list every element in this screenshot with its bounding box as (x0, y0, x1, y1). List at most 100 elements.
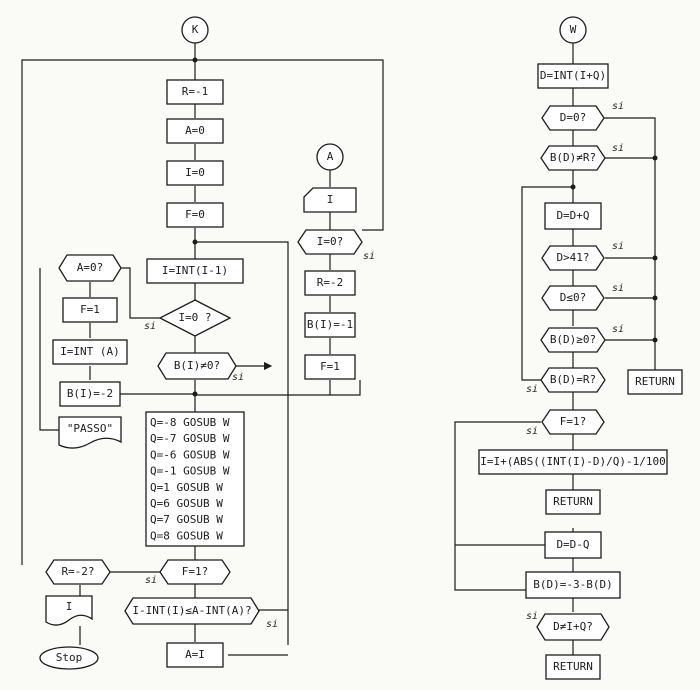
si-r3: si (612, 241, 624, 252)
test-bd-ne-r-decision (540, 145, 606, 171)
passo-label: "PASSO" (67, 422, 113, 435)
i-update-box (478, 449, 668, 475)
bi-set-mid-box (304, 312, 356, 338)
si-r1: si (612, 101, 624, 112)
si-r7: si (526, 426, 538, 437)
return1-label: RETURN (635, 375, 675, 388)
test-dle0-decision (541, 285, 605, 311)
connector-k-label: K (192, 23, 199, 36)
test-r-label: R=-2? (61, 565, 94, 578)
si-r4: si (612, 283, 624, 294)
i-dec-label: I=INT(I-1) (162, 264, 228, 277)
test-d41-decision (541, 245, 605, 271)
gosub-line: Q=6 GOSUB W (150, 497, 223, 510)
flow-d-loop (521, 186, 573, 381)
si-r2: si (612, 143, 624, 154)
test-int-decision (124, 597, 260, 625)
test-i0-mid-label: I=0? (317, 235, 344, 248)
i-init-box (166, 160, 224, 186)
return3-box (545, 654, 601, 680)
connector-a-connector (316, 143, 344, 171)
test-r-decision (45, 559, 111, 585)
d-add-label: D=D+Q (556, 209, 589, 222)
si-bi: si (232, 372, 244, 383)
return2-box (545, 489, 601, 515)
flow-i0-yes-loop (120, 267, 160, 319)
test-bi-decision (157, 352, 237, 380)
test-f1-right-decision (541, 409, 605, 435)
test-bd-eq-r-label: B(D)=R? (550, 373, 596, 386)
flow-yes-bus (600, 117, 656, 370)
bi-set-mid-label: B(I)=-1 (307, 318, 353, 331)
print-i-document (45, 595, 93, 626)
test-d41-label: D>41? (556, 251, 589, 264)
test-i0-label: I=0 ? (178, 311, 211, 324)
r-set-mid-label: R=-2 (317, 276, 344, 289)
test-dle0-label: D≤0? (560, 291, 587, 304)
r-set-mid-box (304, 270, 356, 296)
a-init-label: A=0 (185, 124, 205, 137)
si-int: si (266, 619, 278, 630)
d-calc-box (537, 63, 609, 89)
input-i-label: I (327, 193, 334, 206)
i-int-a-label: I=INT (A) (60, 345, 120, 358)
connector-w-label: W (570, 23, 577, 36)
connector-a-label: A (327, 150, 334, 163)
return1-box (627, 369, 683, 395)
connector-w-connector (559, 16, 587, 44)
flow-bi2-dot (192, 391, 198, 397)
return3-label: RETURN (553, 660, 593, 673)
test-int-label: I-INT(I)≤A-INT(A)? (132, 604, 251, 617)
a-set-label: A=I (185, 648, 205, 661)
connector-k-connector (181, 16, 209, 44)
input-i-input (303, 187, 357, 213)
test-d0-label: D=0? (560, 111, 587, 124)
gosub-line: Q=-7 GOSUB W (150, 432, 230, 445)
test-i0-decision (158, 299, 232, 337)
a-set-box (166, 642, 224, 668)
gosub-line: Q=-8 GOSUB W (150, 416, 230, 429)
f-set-mid-box (304, 354, 356, 380)
test-bi-label: B(I)≠0? (174, 359, 220, 372)
gosub-line: Q=1 GOSUB W (150, 481, 223, 494)
flow-a0-no-left (39, 268, 60, 431)
i-init-label: I=0 (185, 166, 205, 179)
passo-document (58, 416, 122, 449)
d-calc-label: D=INT(I+Q) (540, 69, 606, 82)
si-r8: si (526, 611, 538, 622)
a-init-box (166, 118, 224, 144)
f-set-left-label: F=1 (80, 303, 100, 316)
f-init-label: F=0 (185, 208, 205, 221)
bus-dot-ne (652, 155, 658, 161)
f-set-left-box (62, 297, 118, 323)
test-d0-decision (541, 105, 605, 131)
test-bd-ge0-label: B(D)≥0? (550, 333, 596, 346)
bus-dot-le0 (652, 295, 658, 301)
stop-label: Stop (56, 651, 83, 664)
test-bd-eq-r-decision (540, 367, 606, 393)
flow-a-return (195, 380, 361, 396)
flow-inner-dot (192, 239, 198, 245)
test-bd-ne-r-label: B(D)≠R? (550, 151, 596, 164)
d-sub-box (544, 531, 602, 559)
flow-inner-loop (195, 241, 289, 645)
r-init-label: R=-1 (182, 85, 209, 98)
test-f-left-decision (159, 559, 231, 585)
si-r6: si (526, 384, 538, 395)
gosub-line: Q=-6 GOSUB W (150, 448, 230, 461)
si-r5: si (612, 324, 624, 335)
bus-dot-ge0 (652, 337, 658, 343)
test-i0-mid-decision (297, 229, 363, 255)
test-bd-ge0-decision (540, 327, 606, 353)
gosub-line: Q=8 GOSUB W (150, 529, 223, 542)
test-a0-decision (58, 254, 122, 282)
d-add-box (544, 202, 602, 230)
bus-dot-41 (652, 255, 658, 261)
return2-label: RETURN (553, 495, 593, 508)
bi-set-left-box (59, 381, 121, 407)
i-int-a-box (52, 339, 128, 365)
f-init-box (166, 202, 224, 228)
flow-f1-no-left (454, 421, 541, 591)
gosub-block (145, 411, 245, 547)
